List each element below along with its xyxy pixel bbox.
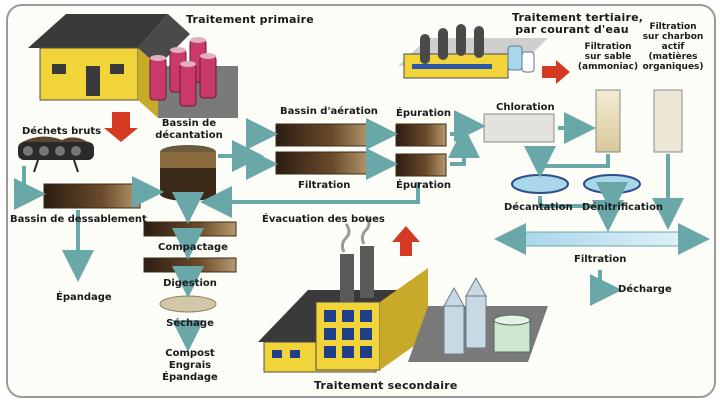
sludge-evacuation-label: Évacuation des boues — [262, 214, 385, 225]
tertiary-title-line-2: par courant d'eau — [515, 23, 629, 36]
sand-filtration-label-1: Filtration — [584, 42, 632, 52]
decantation-right-label: Décantation — [504, 202, 573, 213]
tertiary-title-line-1: Traitement tertiaire, — [512, 11, 644, 24]
chlorination-box — [483, 113, 555, 143]
red-arrow-primary — [104, 112, 138, 142]
purification-top-label: Épuration — [396, 108, 451, 119]
primary-title: Traitement primaire — [186, 13, 314, 26]
charcoal-filtration-label-1: Filtration — [649, 22, 697, 32]
aeration-basin-label: Bassin d'aération — [280, 106, 378, 117]
degritting-basin — [43, 183, 141, 209]
settling-basin-label-2: décantation — [155, 130, 223, 141]
diagram-frame: Traitement primaire Traitement tertiaire… — [6, 4, 716, 398]
settling-basin-label-1: Bassin de — [161, 118, 217, 129]
filtration-basin — [275, 151, 371, 175]
charcoal-filtration-label-2: sur charbon — [642, 32, 704, 42]
drying-pile — [159, 295, 217, 313]
filtration-left-label: Filtration — [298, 180, 351, 191]
degritting-basin-label: Bassin de dessablement — [10, 214, 147, 225]
filtration-right-label: Filtration — [574, 254, 627, 265]
primary-plant-illustration — [28, 14, 238, 118]
flow-arrows — [14, 110, 710, 352]
fertilizer-label: Engrais — [168, 360, 212, 371]
tertiary-plant-illustration — [398, 24, 548, 79]
digestion-label: Digestion — [163, 278, 217, 289]
denitrification-label: Dénitrification — [582, 202, 664, 213]
sand-filtration-label-2: sur sable — [584, 52, 632, 62]
red-arrow-secondary — [392, 226, 420, 256]
charcoal-filter-column — [653, 89, 683, 153]
drying-label: Séchage — [166, 318, 214, 329]
sand-filter-column — [595, 89, 621, 153]
denitrification-dish — [583, 174, 641, 194]
aeration-basin — [275, 123, 371, 147]
digestion-bar — [143, 257, 237, 273]
red-arrow-tertiary — [542, 60, 570, 84]
diagram-graphics — [14, 14, 710, 373]
compost-label: Compost — [165, 348, 215, 359]
chlorination-label: Chloration — [496, 102, 555, 113]
compaction-label: Compactage — [158, 242, 228, 253]
charcoal-filtration-label-5: organiques) — [642, 62, 704, 72]
charcoal-filtration-label-4: (matières — [648, 52, 698, 62]
discharge-label: Décharge — [618, 284, 672, 295]
filtration-pipe — [521, 231, 685, 247]
secondary-title: Traitement secondaire — [314, 379, 458, 392]
purification-box-bottom — [395, 153, 447, 177]
settling-tank — [160, 145, 216, 201]
charcoal-filtration-label-3: actif — [661, 42, 685, 52]
secondary-plant-illustration — [258, 215, 548, 373]
spreading-left-label: Épandage — [56, 292, 112, 303]
sand-filtration-label-3: (ammoniac) — [577, 62, 639, 72]
raw-waste-conveyor — [18, 136, 94, 173]
decantation-dish — [511, 174, 569, 194]
spreading-bottom-label: Épandage — [162, 372, 218, 383]
purification-box-top — [395, 123, 447, 147]
raw-waste-label: Déchets bruts — [22, 126, 102, 137]
purification-bottom-label: Épuration — [396, 180, 451, 191]
compaction-bar — [143, 221, 237, 237]
